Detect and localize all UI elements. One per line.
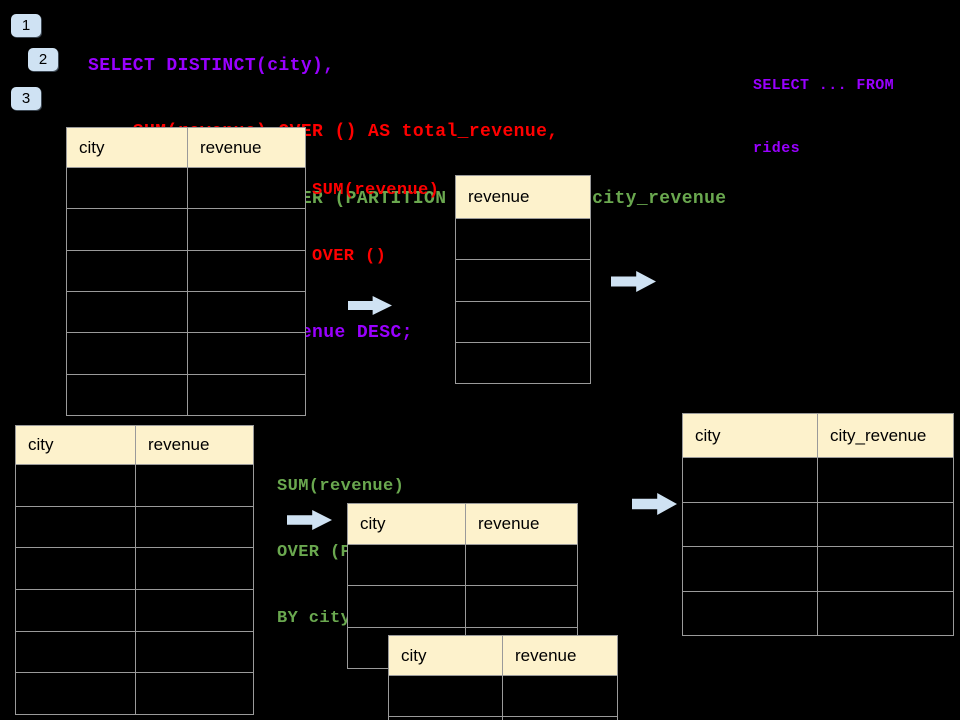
table-final-result: city city_revenue (682, 413, 954, 636)
empty-cell (136, 465, 254, 507)
empty-cell (503, 676, 618, 717)
empty-cell (683, 547, 818, 592)
column-header-revenue: revenue (136, 426, 254, 465)
empty-cell (16, 506, 136, 549)
table-total-result: revenue (455, 175, 591, 384)
empty-cell (188, 250, 306, 292)
empty-cell (67, 209, 188, 251)
empty-cell (456, 260, 591, 302)
empty-cell (136, 590, 254, 632)
empty-cell (67, 291, 188, 334)
empty-cell (67, 168, 188, 210)
column-header-city-revenue: city_revenue (818, 414, 954, 458)
empty-cell (16, 631, 136, 674)
annotation-line: SUM(revenue) (277, 477, 405, 496)
empty-cell (683, 502, 818, 547)
side-note-line: SELECT ... FROM (753, 77, 895, 94)
empty-cell (818, 458, 954, 503)
flow-arrow-1 (348, 296, 392, 315)
column-header-revenue: revenue (456, 176, 591, 219)
column-header-revenue: revenue (466, 504, 578, 545)
sql-line-select: SELECT DISTINCT(city), (88, 55, 335, 76)
annotation-line: SUM(revenue) (312, 181, 440, 200)
empty-cell (67, 333, 188, 375)
empty-cell (456, 301, 591, 343)
column-header-revenue: revenue (188, 128, 306, 168)
empty-cell (67, 250, 188, 292)
empty-cell (466, 586, 578, 628)
empty-cell (136, 548, 254, 590)
column-header-city: city (683, 414, 818, 458)
empty-cell (503, 717, 618, 720)
empty-cell (348, 545, 466, 587)
table-partition-overlay: city revenue (388, 635, 618, 720)
empty-cell (348, 586, 466, 628)
step-badge-1: 1 (11, 14, 41, 37)
empty-cell (16, 465, 136, 507)
column-header-city: city (389, 636, 503, 676)
empty-cell (188, 291, 306, 334)
right-arrow-icon (287, 510, 332, 530)
table-source-top: city revenue (66, 127, 306, 416)
empty-cell (136, 631, 254, 674)
column-header-city: city (16, 426, 136, 465)
side-note-code: SELECT ... FROM rides (753, 33, 894, 201)
empty-cell (466, 545, 578, 587)
empty-cell (136, 506, 254, 549)
column-header-revenue: revenue (503, 636, 618, 676)
step-badge-3: 3 (11, 87, 41, 110)
empty-cell (188, 209, 306, 251)
flow-arrow-3 (287, 510, 332, 530)
empty-cell (683, 591, 818, 636)
empty-cell (818, 502, 954, 547)
empty-cell (389, 717, 503, 720)
column-header-city: city (348, 504, 466, 545)
empty-cell (136, 673, 254, 715)
column-header-city: city (67, 128, 188, 168)
empty-cell (683, 458, 818, 503)
empty-cell (389, 676, 503, 717)
annotation-line: OVER () (312, 247, 387, 266)
empty-cell (188, 374, 306, 416)
empty-cell (456, 342, 591, 384)
empty-cell (188, 333, 306, 375)
flow-arrow-2 (611, 271, 656, 292)
right-arrow-icon (348, 296, 392, 315)
empty-cell (16, 548, 136, 590)
empty-cell (16, 590, 136, 632)
right-arrow-icon (611, 271, 656, 292)
empty-cell (456, 219, 591, 261)
empty-cell (818, 591, 954, 636)
flow-arrow-4 (632, 493, 677, 515)
table-source-bottom: city revenue (15, 425, 254, 715)
empty-cell (188, 168, 306, 210)
empty-cell (818, 547, 954, 592)
right-arrow-icon (632, 493, 677, 515)
step-badge-2: 2 (28, 48, 58, 71)
empty-cell (16, 673, 136, 715)
empty-cell (67, 374, 188, 416)
annotation-total-revenue: SUM(revenue) OVER () (312, 136, 439, 312)
side-note-line: rides (753, 140, 801, 157)
